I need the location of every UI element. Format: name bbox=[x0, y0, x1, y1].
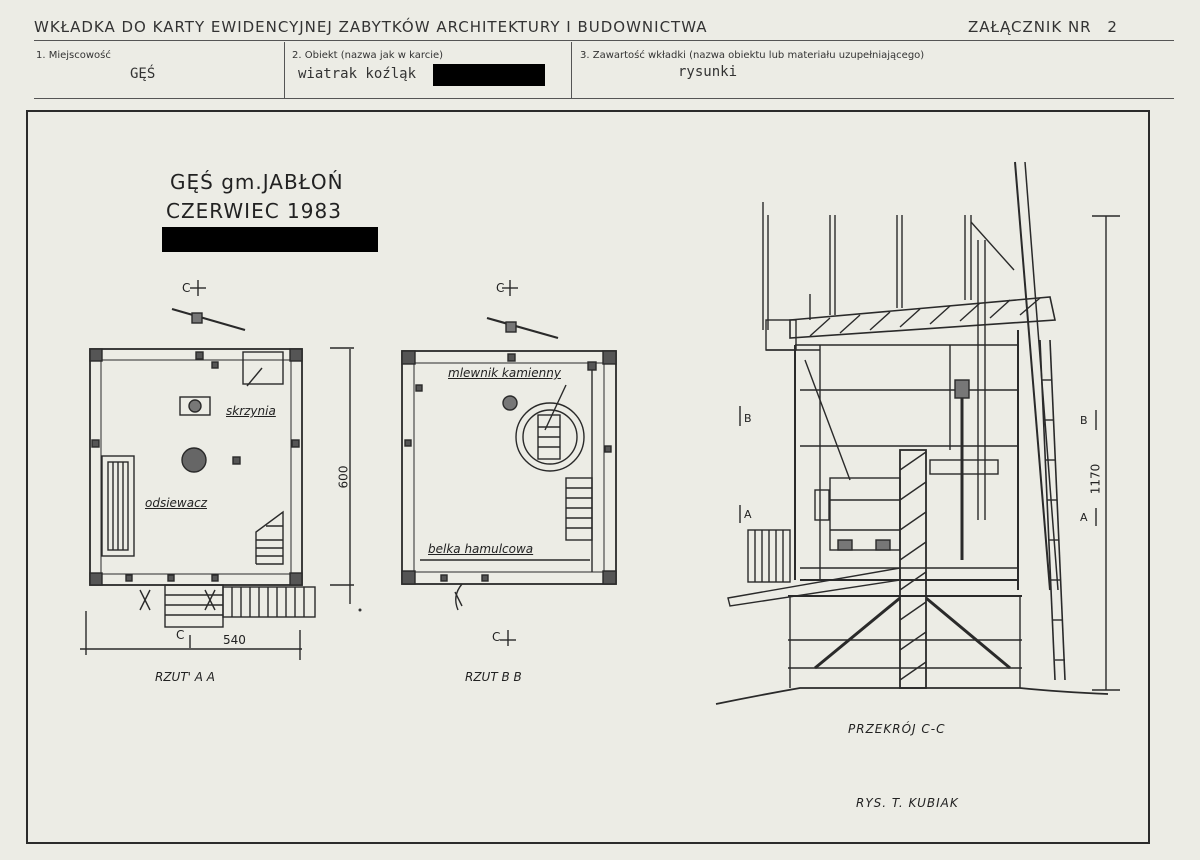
label-skrzynia: skrzynia bbox=[226, 404, 276, 418]
redaction-box-object bbox=[433, 64, 545, 86]
label-belka-hamulcowa: belka hamulcowa bbox=[428, 542, 534, 556]
field-divider-1 bbox=[284, 42, 285, 98]
plan-a-section-mark-top: C bbox=[182, 281, 191, 295]
field-place-label: 1. Miejscowość bbox=[36, 50, 111, 61]
field-object-value: wiatrak koźląk bbox=[298, 66, 417, 82]
plan-a-dim-width: 540 bbox=[223, 633, 246, 647]
field-content-value: rysunki bbox=[678, 64, 738, 80]
drawing-author: RYS. T. KUBIAK bbox=[856, 796, 959, 810]
plan-b-drawing bbox=[401, 280, 617, 646]
plan-a-caption: RZUT' A A bbox=[155, 670, 216, 684]
redaction-box-heading bbox=[162, 227, 378, 252]
section-caption: PRZEKRÓJ C-C bbox=[848, 722, 946, 736]
plan-a-drawing bbox=[80, 280, 354, 660]
section-mark-b-left: B bbox=[744, 412, 752, 425]
section-mark-a-left: A bbox=[744, 508, 752, 521]
plan-a-section-mark-bottom: C bbox=[176, 628, 185, 642]
section-c-c-drawing bbox=[715, 161, 1120, 705]
plan-b-section-mark-top: C bbox=[496, 281, 505, 295]
header-rule-bottom bbox=[34, 98, 1174, 99]
field-object-label: 2. Obiekt (nazwa jak w karcie) bbox=[292, 50, 444, 61]
header-rule-top bbox=[34, 40, 1174, 41]
label-mlewnik-kamienny: mlewnik kamienny bbox=[448, 366, 561, 380]
plan-b-caption: RZUT B B bbox=[465, 670, 522, 684]
section-mark-b-right: B bbox=[1080, 414, 1088, 427]
drawing-frame bbox=[26, 110, 1150, 844]
drawing-heading-line1: GĘŚ gm.JABŁOŃ bbox=[170, 170, 344, 194]
field-divider-2 bbox=[571, 42, 572, 98]
section-dim-height: 1170 bbox=[1088, 463, 1103, 495]
annex-number: 2 bbox=[1107, 18, 1118, 36]
label-odsiewacz: odsiewacz bbox=[145, 496, 207, 510]
annex-label-text: ZAŁĄCZNIK NR bbox=[968, 18, 1092, 36]
field-content-label: 3. Zawartość wkładki (nazwa obiektu lub … bbox=[580, 50, 925, 61]
plan-b-section-mark-bottom: C bbox=[492, 630, 501, 644]
field-place-value: GĘŚ bbox=[130, 66, 156, 82]
drawing-heading-line2: CZERWIEC 1983 bbox=[166, 199, 342, 223]
form-title: WKŁADKA DO KARTY EWIDENCYJNEJ ZABYTKÓW A… bbox=[34, 18, 708, 36]
annex-label: ZAŁĄCZNIK NR 2 bbox=[968, 18, 1118, 36]
section-mark-a-right: A bbox=[1080, 511, 1088, 524]
plan-a-dim-height: 600 bbox=[336, 465, 351, 489]
